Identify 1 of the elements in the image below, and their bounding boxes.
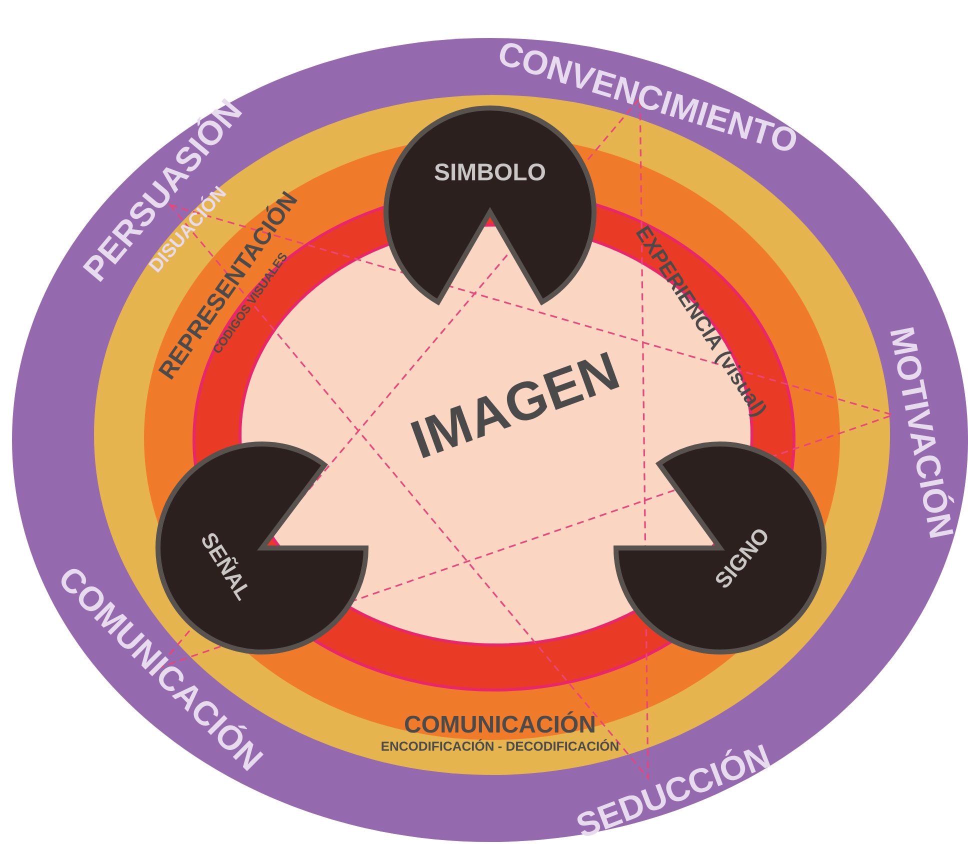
ring-label: COMUNICACIÓN [405,711,594,733]
